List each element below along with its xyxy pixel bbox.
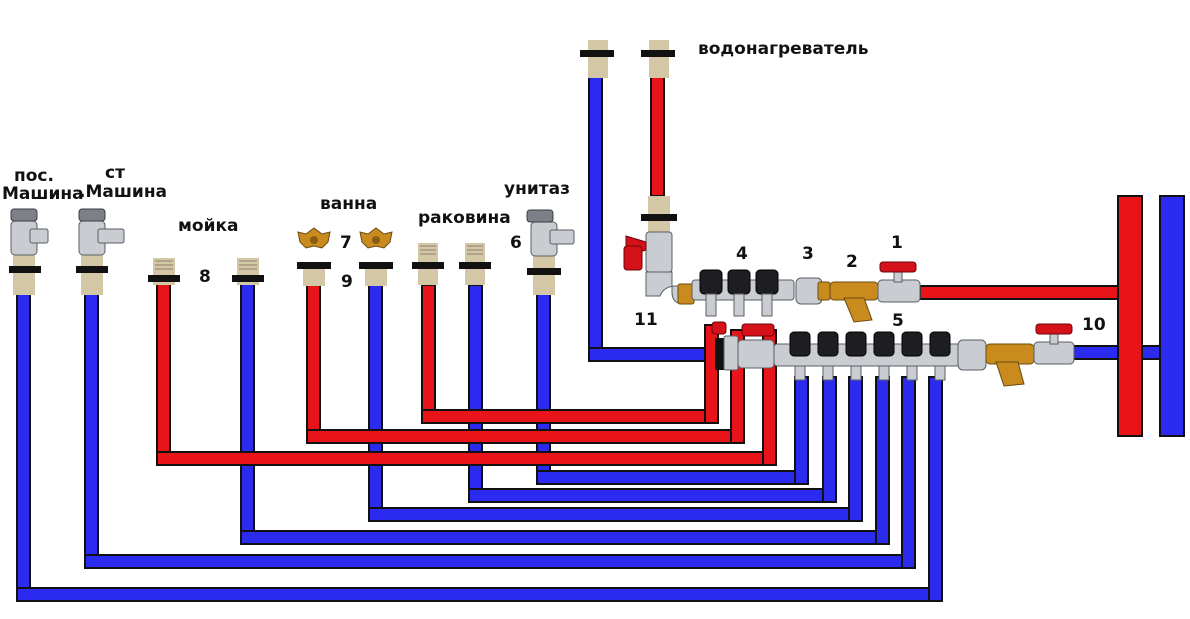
dishwasher-collar (9, 266, 41, 273)
hot-manifold-caps (699, 269, 779, 317)
pipe-hot-bath-horizontal (306, 429, 745, 444)
pipe-hot-basin-vertical (421, 284, 436, 424)
label-number-6: 6 (510, 233, 522, 253)
bath-hot-collar (297, 262, 331, 269)
hot-ball-valve (877, 261, 921, 303)
pipe-cold-toilet-riser (794, 376, 809, 485)
hot-strainer (829, 281, 879, 323)
label-kitchen-sink: мойка (178, 216, 239, 236)
pipe-hot-bath-vertical (306, 284, 321, 444)
pipe-cold-bath-vertical (368, 284, 383, 522)
pipe-cold-heater-vertical (588, 75, 603, 362)
pipe-hot-heater-outlet (650, 75, 665, 197)
pipe-hot-kitchen-vertical (156, 283, 171, 466)
kitchen-cold-collar (232, 275, 264, 282)
label-number-4: 4 (736, 244, 748, 264)
pipe-cold-kitchen-riser (875, 376, 890, 545)
pipe-hot-main-riser (1117, 195, 1143, 437)
pipe-hot-basin-horizontal (421, 409, 719, 424)
pipe-cold-washer-riser (901, 376, 916, 569)
washer-collar (76, 266, 108, 273)
cold-section-assembly (711, 321, 1075, 387)
pipe-cold-dishwasher-vertical (16, 293, 31, 601)
label-number-5: 5 (892, 311, 904, 331)
bath-cold-collar (359, 262, 393, 269)
pipe-cold-basin-riser (822, 376, 837, 503)
pipe-cold-basin-horizontal (468, 488, 837, 503)
basin-cold-collar (459, 262, 491, 269)
label-number-3: 3 (802, 244, 814, 264)
label-number-1: 1 (891, 233, 903, 253)
hot-union (795, 277, 831, 305)
basin-hot-collar (412, 262, 444, 269)
label-toilet: унитаз (504, 179, 570, 199)
bath-fitting-cold-icon (359, 227, 393, 249)
label-bathtub: ванна (320, 194, 377, 214)
pipe-cold-dishwasher-horizontal (16, 587, 943, 602)
labels: водонагреватель пос. Машина ст .Машина м… (2, 39, 1106, 335)
angle-valve-washer (78, 208, 125, 256)
pipe-cold-main-riser (1159, 195, 1185, 437)
label-number-2: 2 (846, 252, 858, 272)
pipe-cold-kitchen-vertical (240, 283, 255, 545)
label-dishwasher-line2: Машина (2, 184, 84, 204)
hot-manifold (691, 269, 795, 317)
label-washbasin: раковина (418, 208, 511, 228)
cold-pipes (16, 75, 1185, 602)
pipe-cold-basin-vertical (468, 284, 483, 503)
cold-manifold-caps (789, 331, 951, 381)
pipe-cold-bath-horizontal (368, 507, 863, 522)
heater-hot-collar (641, 50, 675, 57)
heater-hot-lower-collar (641, 214, 677, 221)
heater-valve-assembly (623, 231, 695, 305)
label-number-11: 11 (634, 310, 658, 330)
washer-stub (81, 255, 103, 295)
label-number-9: 9 (341, 272, 353, 292)
label-water-heater: водонагреватель (698, 39, 868, 59)
heater-cold-collar (580, 50, 614, 57)
pipe-cold-heater-horizontal (588, 347, 716, 362)
stub-grooves (155, 245, 483, 270)
pipe-cold-washer-horizontal (84, 554, 916, 569)
label-number-8: 8 (199, 267, 211, 287)
label-number-7: 7 (340, 233, 352, 253)
angle-valve-dishwasher (10, 208, 49, 256)
kitchen-hot-collar (148, 275, 180, 282)
label-number-10: 10 (1082, 315, 1106, 335)
pipe-cold-washer-vertical (84, 293, 99, 569)
heater-hot-stub (649, 40, 669, 78)
label-washer-line2: .Машина (79, 182, 167, 202)
label-dishwasher-line1: пос. (14, 166, 54, 186)
dishwasher-stub (13, 255, 35, 295)
heater-cold-stub (588, 40, 608, 78)
pipe-cold-dishwasher-riser (928, 376, 943, 602)
bath-fitting-hot-icon (297, 227, 331, 249)
pipe-hot-kitchen-horizontal (156, 451, 777, 466)
pipe-cold-kitchen-horizontal (240, 530, 890, 545)
pipe-cold-bath-riser (848, 376, 863, 522)
label-washer-line1: ст (105, 163, 125, 183)
pipe-hot-main-inlet (919, 285, 1137, 300)
toilet-collar (527, 268, 561, 275)
angle-valve-toilet (526, 209, 575, 257)
pipe-cold-toilet-horizontal (536, 470, 809, 485)
